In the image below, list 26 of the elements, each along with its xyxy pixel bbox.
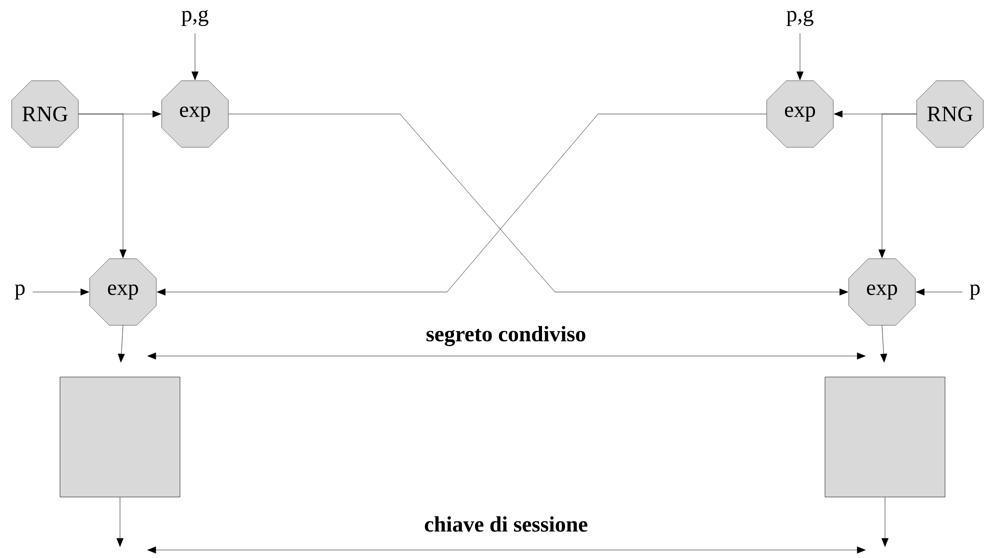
arrow bbox=[880, 325, 888, 362]
octagon-node: RNG bbox=[12, 80, 78, 148]
octagon-node: exp bbox=[848, 258, 916, 326]
arrow bbox=[156, 114, 767, 296]
input-label: p,g bbox=[786, 10, 814, 26]
arrow bbox=[32, 288, 90, 296]
arrow bbox=[228, 114, 848, 296]
arrow bbox=[878, 114, 917, 258]
arrow bbox=[796, 33, 804, 80]
arrow bbox=[192, 33, 198, 80]
octagon-node: exp bbox=[766, 80, 834, 148]
square-box bbox=[824, 376, 946, 498]
arrow bbox=[116, 497, 124, 547]
square-box bbox=[60, 376, 180, 498]
octagon-node: exp bbox=[90, 258, 156, 326]
octagon-node: RNG bbox=[916, 80, 984, 148]
arrow bbox=[78, 114, 126, 258]
input-label: p bbox=[14, 284, 25, 300]
arrow bbox=[118, 325, 125, 362]
arrow bbox=[916, 288, 962, 296]
input-label: p bbox=[970, 284, 980, 300]
arrow-label: segreto condiviso bbox=[426, 326, 586, 346]
input-label: p,g bbox=[182, 10, 208, 26]
octagon-node: exp bbox=[162, 80, 228, 148]
arrow bbox=[882, 497, 888, 547]
arrow-label: chiave di sessione bbox=[424, 516, 588, 532]
